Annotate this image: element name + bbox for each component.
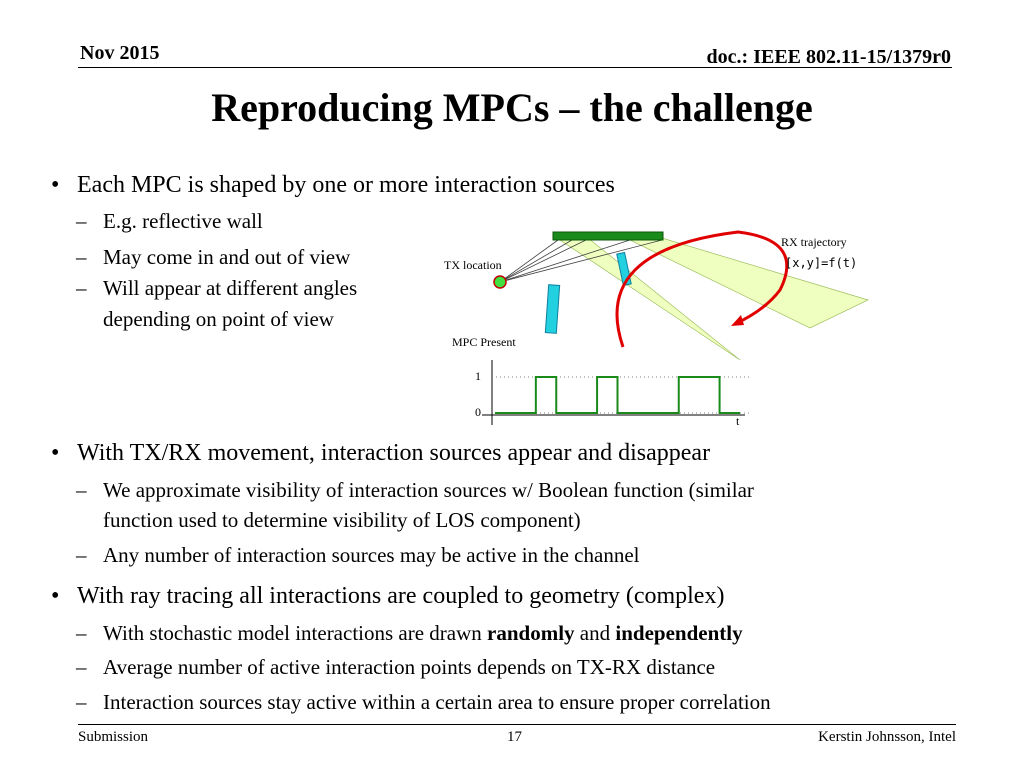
bullet-dot: •: [51, 172, 60, 198]
rx-trajectory-equation: [x,y]=f(t): [785, 256, 858, 270]
footer-author: Kerstin Johnsson, Intel: [818, 729, 956, 745]
header-divider: [78, 67, 952, 68]
rx-trajectory-arrowhead: [731, 315, 744, 326]
mpc-presence-signal: [495, 376, 740, 414]
rx-trajectory-label: RX trajectory: [781, 235, 847, 249]
sub-any-number-active: –Any number of interaction sources may b…: [76, 543, 640, 567]
rx-trajectory-arc: [615, 230, 789, 348]
sub-different-angles: –Will appear at different angles: [76, 276, 358, 300]
tx-rays: [499, 239, 663, 283]
obstacle-large: [544, 284, 561, 334]
bullet-mpc-shaped: • Each MPC is shaped by one or more inte…: [51, 172, 615, 198]
bullet-ray-tracing: • With ray tracing all interactions are …: [51, 583, 725, 609]
mpc-present-label: MPC Present: [452, 335, 516, 349]
footer-submission: Submission: [78, 729, 149, 745]
sub-boolean-visibility-cont: function used to determine visibility of…: [103, 508, 581, 532]
header-date: Nov 2015: [80, 42, 160, 64]
sub-boolean-visibility: –We approximate visibility of interactio…: [76, 478, 754, 502]
sub-reflective-wall: –E.g. reflective wall: [76, 209, 263, 233]
bullet-tx-rx-movement: • With TX/RX movement, interaction sourc…: [51, 440, 711, 466]
bullet-dot: •: [51, 440, 60, 466]
tx-location-label: TX location: [444, 258, 502, 272]
sub-in-out-of-view: –May come in and out of view: [76, 245, 351, 269]
sub-stay-active-area: –Interaction sources stay active within …: [76, 690, 771, 714]
footer-page-number: 17: [507, 729, 522, 745]
mpc-diagram: [482, 230, 869, 425]
slide-title: Reproducing MPCs – the challenge: [211, 85, 813, 130]
sub-point-of-view: depending on point of view: [103, 307, 334, 331]
beam-right: [628, 237, 869, 329]
reflective-wall: [552, 231, 664, 241]
emphasis-independently: independently: [615, 621, 743, 645]
tx-location-dot: [493, 275, 507, 289]
plot-x-axis-label: t: [736, 414, 740, 428]
sub-stochastic-model: –With stochastic model interactions are …: [76, 621, 743, 645]
header-doc-id: doc.: IEEE 802.11-15/1379r0: [706, 46, 951, 68]
bullet-dot: •: [51, 583, 60, 609]
plot-y-tick-1: 1: [475, 369, 481, 383]
footer-divider: [78, 724, 956, 725]
sub-average-active-points: –Average number of active interaction po…: [76, 655, 716, 679]
emphasis-randomly: randomly: [487, 621, 575, 645]
plot-y-tick-0: 0: [475, 405, 481, 419]
